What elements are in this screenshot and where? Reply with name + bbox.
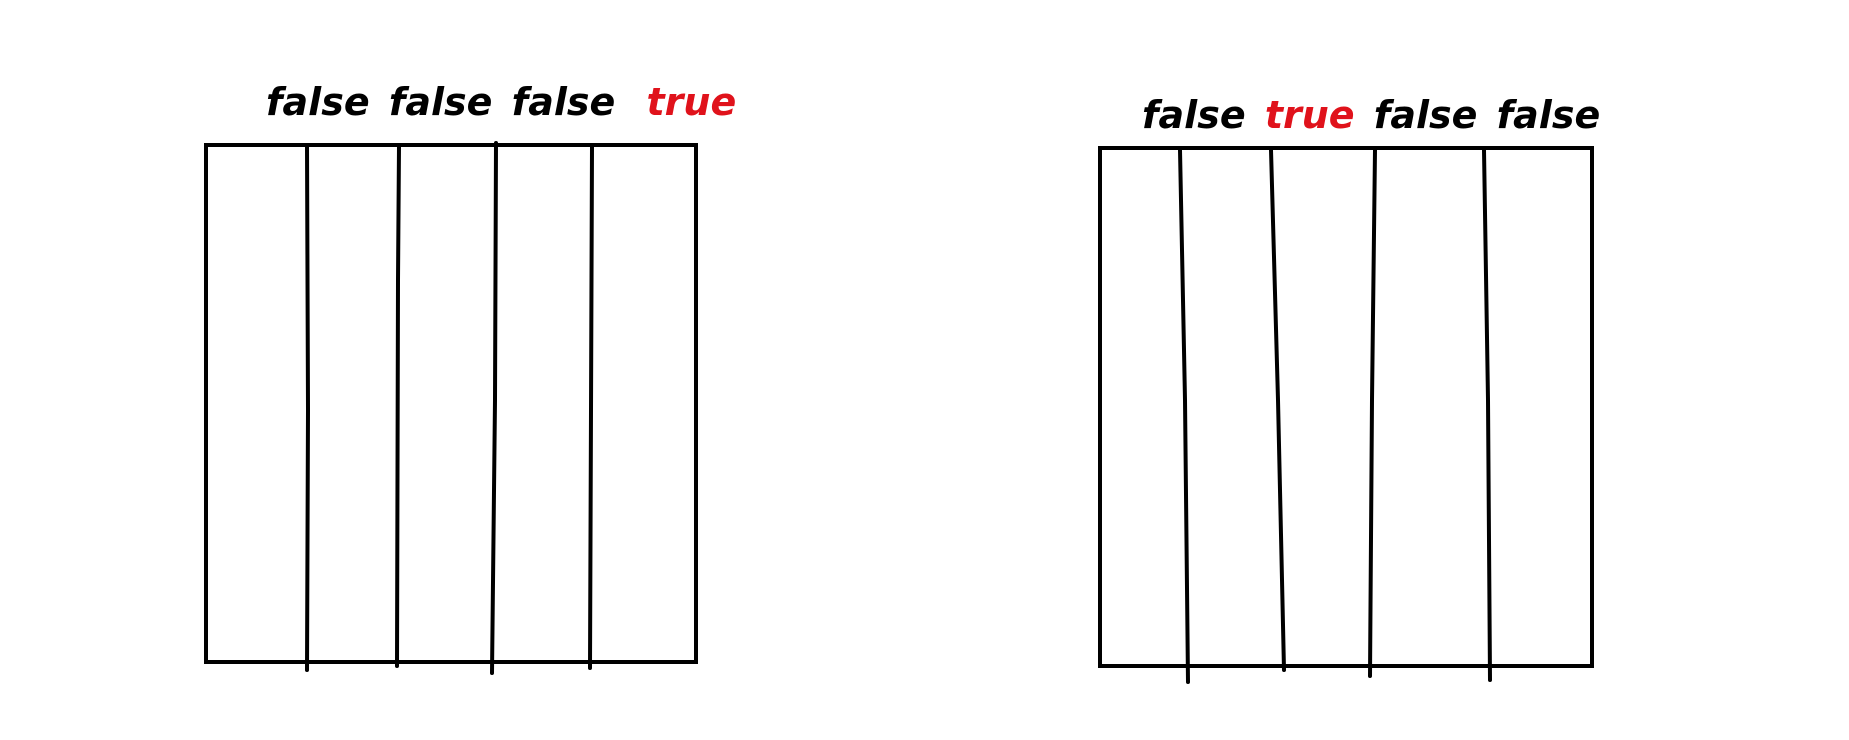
diagram-2 bbox=[1098, 146, 1594, 684]
diagram-1-word-4: true bbox=[646, 80, 737, 124]
diagram-2-word-1: false bbox=[1142, 93, 1246, 137]
diagram-1-divider-1 bbox=[305, 144, 311, 672]
diagram-2-label-row: false true false false bbox=[1142, 96, 1600, 134]
diagram-1-divider-3 bbox=[490, 141, 498, 675]
diagram-2-word-3: false bbox=[1373, 93, 1478, 137]
diagram-2-word-4: false bbox=[1496, 93, 1601, 137]
diagram-2-outer-box bbox=[1098, 146, 1594, 668]
diagram-2-divider-3 bbox=[1368, 148, 1377, 678]
diagram-1-outer-box bbox=[204, 143, 698, 664]
diagram-1-divider-4 bbox=[588, 144, 594, 670]
diagram-2-divider-4 bbox=[1482, 148, 1492, 682]
diagram-1-label-row: false false false true bbox=[266, 83, 736, 121]
diagram-2-divider-1 bbox=[1178, 148, 1190, 684]
diagram-2-word-2: true bbox=[1264, 93, 1355, 137]
diagram-2-divider-2 bbox=[1269, 148, 1286, 672]
diagram-1-word-2: false bbox=[388, 80, 493, 124]
diagram-1-word-3: false bbox=[511, 80, 616, 124]
diagram-1-word-1: false bbox=[266, 80, 370, 124]
diagram-1 bbox=[204, 141, 698, 675]
diagram-1-divider-2 bbox=[395, 144, 401, 668]
